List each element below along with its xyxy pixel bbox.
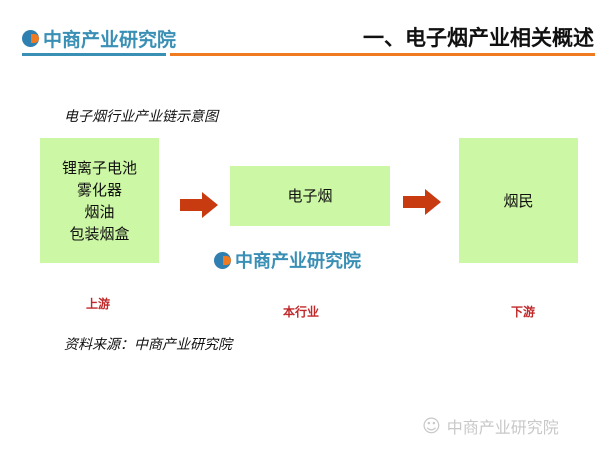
industry-label: 本行业 [283, 305, 320, 319]
logo-icon [214, 251, 231, 269]
upstream-item: 包装烟盒 [69, 224, 130, 243]
downstream-box: 烟民 [459, 138, 578, 263]
header-divider-orange [170, 53, 595, 56]
header-divider-blue [22, 53, 166, 56]
downstream-text: 烟民 [503, 191, 534, 210]
arrow-right-icon [403, 189, 441, 215]
diagram-watermark-logo: 中商产业研究院 [214, 247, 361, 273]
wechat-watermark: ☺ 中商产业研究院 [422, 414, 559, 438]
logo-icon [22, 30, 39, 47]
industry-box: 电子烟 [230, 166, 390, 226]
upstream-item: 烟油 [84, 202, 115, 221]
industry-text: 电子烟 [287, 187, 333, 205]
wechat-text: 中商产业研究院 [446, 418, 559, 437]
watermark-text: 中商产业研究院 [235, 251, 361, 272]
upstream-box: 锂离子电池 雾化器 烟油 包装烟盒 [40, 138, 159, 263]
logo-text: 中商产业研究院 [43, 29, 177, 51]
source-note: 资料来源：中商产业研究院 [64, 337, 232, 353]
upstream-item: 雾化器 [76, 180, 122, 199]
arrow-right-icon [180, 192, 218, 218]
upstream-item: 锂离子电池 [61, 158, 137, 177]
downstream-label: 下游 [511, 305, 536, 319]
header-logo: 中商产业研究院 [22, 25, 176, 52]
upstream-label: 上游 [86, 297, 111, 311]
page-title: 一、电子烟产业相关概述 [363, 26, 594, 50]
diagram-title: 电子烟行业产业链示意图 [64, 109, 218, 125]
wechat-icon: ☺ [422, 415, 441, 437]
